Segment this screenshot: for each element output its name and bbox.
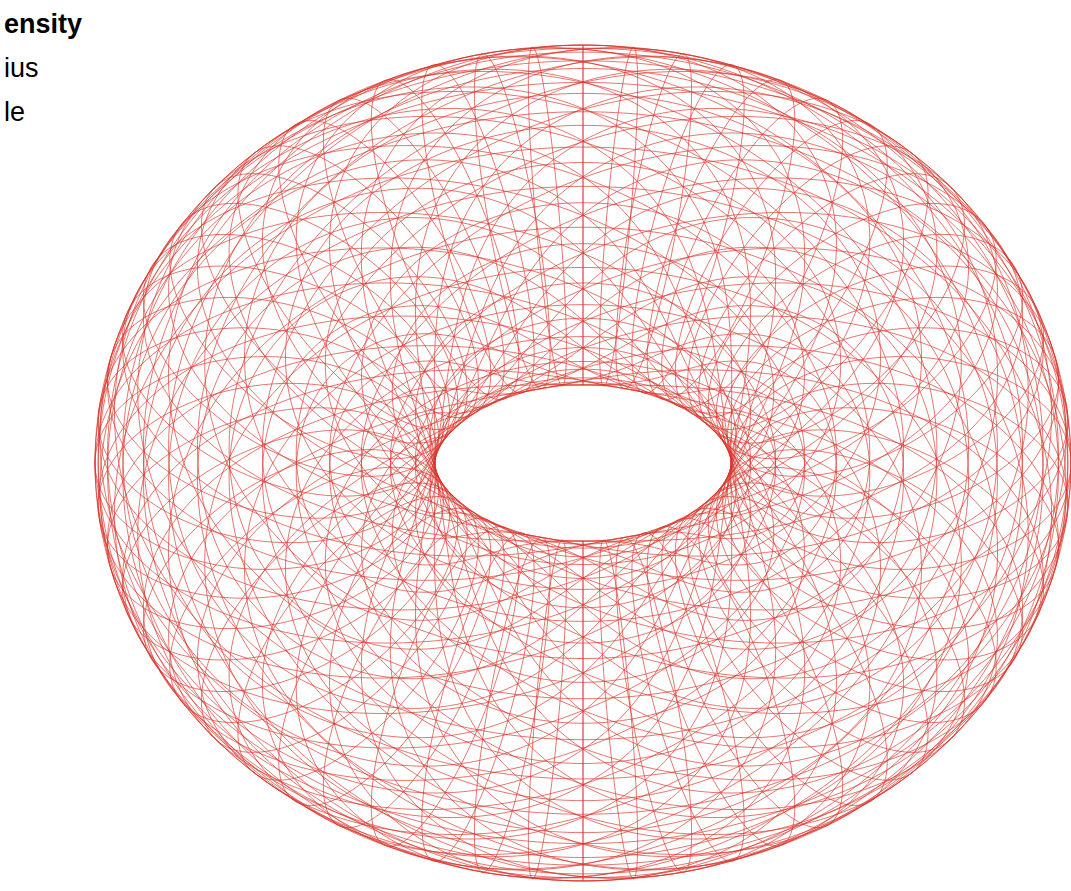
meridian-line — [688, 146, 928, 430]
meridian-line — [238, 497, 478, 781]
parallel-line — [245, 93, 922, 621]
meridian-line — [422, 65, 534, 393]
spiral-line — [361, 160, 1043, 878]
spiral-line — [197, 57, 903, 679]
spiral-line — [95, 87, 732, 839]
spiral-line — [197, 306, 903, 835]
spiral-line — [390, 56, 1058, 793]
spiral-line — [415, 248, 1067, 610]
meridian-line — [688, 497, 928, 781]
spiral-line — [98, 69, 750, 817]
spiral-line — [229, 277, 937, 855]
meridian-line — [238, 146, 478, 430]
spiral-line — [434, 283, 1071, 643]
spiral-line — [143, 361, 836, 780]
parallel-line — [430, 369, 736, 608]
spiral-line — [330, 361, 1023, 780]
spiral-line — [390, 213, 1058, 581]
spiral-line — [108, 346, 776, 714]
meridian-line — [600, 47, 638, 386]
meridian-line — [170, 467, 458, 722]
parallel-line — [138, 186, 1028, 880]
parallel-line — [138, 45, 1028, 739]
parallel-line — [362, 378, 805, 723]
cut-off-label: ensity — [2, 8, 84, 40]
cut-off-label: le — [2, 96, 27, 128]
meridian-line — [632, 533, 744, 861]
spiral-line — [169, 334, 870, 810]
spiral-line — [330, 188, 1023, 881]
spiral-line — [296, 218, 997, 878]
meridian-line — [474, 537, 550, 872]
meridian-line — [600, 540, 638, 879]
torus-mesh — [95, 45, 1071, 881]
spiral-line — [415, 108, 1067, 856]
spiral-line — [434, 87, 1071, 839]
spiral-line — [229, 277, 937, 855]
spiral-line — [229, 71, 937, 649]
spiral-line — [123, 48, 805, 766]
parallel-line — [114, 48, 1051, 779]
spiral-line — [330, 146, 1023, 565]
parallel-line — [100, 112, 1066, 865]
parallel-line — [95, 82, 1071, 843]
spiral-line — [262, 247, 968, 869]
parallel-line — [430, 318, 736, 557]
spiral-line — [229, 71, 937, 649]
spiral-line — [123, 160, 805, 878]
meridian-line — [616, 54, 692, 389]
parallel-line — [285, 337, 880, 801]
spiral-line — [123, 370, 805, 748]
parallel-line — [168, 227, 997, 874]
meridian-line — [528, 540, 566, 879]
cut-off-label: ius — [2, 52, 41, 84]
parallel-line — [416, 283, 751, 544]
parallel-line — [285, 125, 880, 589]
parallel-line — [416, 382, 751, 643]
parallel-line — [362, 203, 805, 548]
spiral-line — [108, 133, 776, 870]
parallel-line — [245, 305, 922, 833]
parallel-line — [100, 61, 1066, 814]
spiral-line — [143, 146, 836, 565]
meridian-line — [708, 467, 996, 722]
spiral-line — [361, 48, 1043, 766]
meridian-line — [170, 203, 458, 458]
spiral-line — [390, 133, 1058, 870]
parallel-line — [114, 147, 1051, 878]
spiral-line — [95, 283, 732, 643]
meridian-line — [708, 203, 996, 458]
parallel-line — [168, 52, 997, 699]
spiral-line — [108, 56, 776, 793]
meridian-line — [528, 47, 566, 386]
